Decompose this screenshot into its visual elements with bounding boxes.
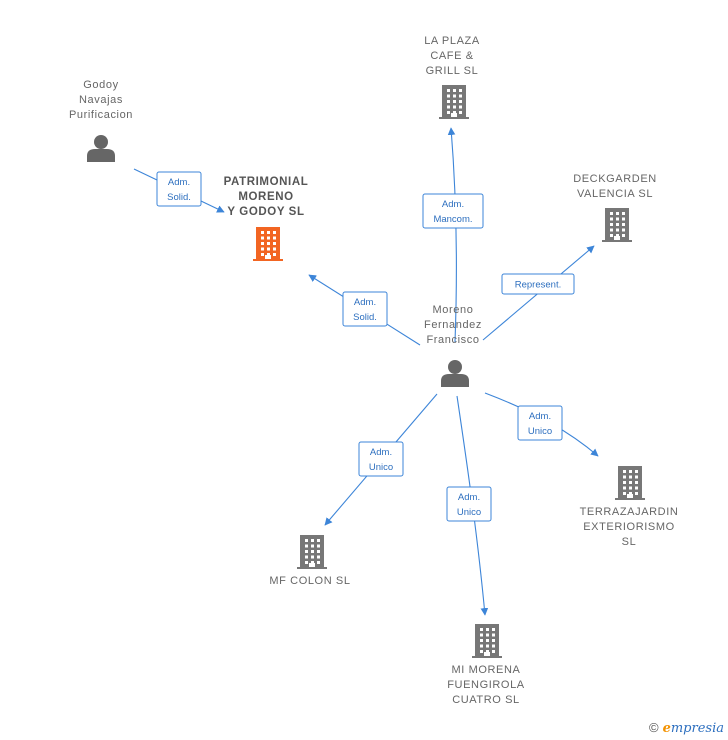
node-label: Y GODOY SL <box>227 206 304 218</box>
node-label: DECKGARDEN <box>573 173 657 185</box>
edge-label-text: Adm. <box>458 492 480 503</box>
node-label: MF COLON SL <box>269 575 350 587</box>
edge-label-box[interactable] <box>501 273 575 295</box>
edge-moreno-to-patrimonial: Adm. Solid. <box>308 274 421 346</box>
person-icon[interactable] <box>87 135 115 162</box>
node-laplaza[interactable]: LA PLAZA CAFE & GRILL SL <box>424 35 480 119</box>
node-label: LA PLAZA <box>424 35 480 47</box>
edge-label-box[interactable] <box>517 405 563 441</box>
edge-moreno-to-mfcolon: Adm. Unico <box>324 393 438 526</box>
edge-label-text: Adm. <box>354 297 376 308</box>
node-label: Purificacion <box>69 109 133 121</box>
node-terrazajardin[interactable]: TERRAZAJARDIN EXTERIORISMO SL <box>580 466 679 548</box>
edge-label-text: Unico <box>528 426 552 437</box>
edge-label-text: Mancom. <box>433 214 472 225</box>
building-icon[interactable] <box>472 624 502 658</box>
node-label: EXTERIORISMO <box>583 521 675 533</box>
edge-label-text: Solid. <box>353 312 377 323</box>
building-icon[interactable] <box>602 208 632 242</box>
node-patrimonial[interactable]: PATRIMONIAL MORENO Y GODOY SL <box>224 176 309 261</box>
edge-label-text: Unico <box>457 507 481 518</box>
node-label: SL <box>622 536 637 548</box>
edge-label-box[interactable] <box>422 193 484 229</box>
building-icon[interactable] <box>615 466 645 500</box>
edge-moreno-to-mimorena: Adm. Unico <box>446 395 492 616</box>
edge-label-text: Adm. <box>370 447 392 458</box>
node-label: CAFE & <box>430 50 473 62</box>
edge-label-text: Unico <box>369 462 393 473</box>
edge-label-text: Represent. <box>515 280 561 291</box>
edge-moreno-to-deckgarden: Represent. <box>482 245 595 341</box>
node-label: Navajas <box>79 94 123 106</box>
node-label: CUATRO SL <box>452 694 520 706</box>
edge-label-box[interactable] <box>156 171 202 207</box>
edge-label-text: Adm. <box>442 199 464 210</box>
node-label: Moreno <box>433 304 474 316</box>
footer-brand: ©empresia <box>649 720 724 736</box>
building-icon[interactable] <box>297 535 327 569</box>
node-label: MORENO <box>238 191 293 203</box>
node-label: GRILL SL <box>426 65 479 77</box>
edge-label-box[interactable] <box>342 291 388 327</box>
node-deckgarden[interactable]: DECKGARDEN VALENCIA SL <box>573 173 657 242</box>
edge-label-text: Solid. <box>167 192 191 203</box>
node-label: Fernandez <box>424 319 482 331</box>
node-label: Godoy <box>83 79 118 91</box>
node-label: Francisco <box>426 334 479 346</box>
edge-label-text: Adm. <box>168 177 190 188</box>
edge-label-box[interactable] <box>358 441 404 477</box>
edge-godoy-to-patrimonial: Adm. Solid. <box>133 168 225 213</box>
copyright-symbol: © <box>648 720 659 735</box>
node-label: FUENGIROLA <box>447 679 525 691</box>
building-icon[interactable] <box>439 85 469 119</box>
node-label: TERRAZAJARDIN <box>580 506 679 518</box>
edge-moreno-to-terrazajardin: Adm. Unico <box>484 392 599 457</box>
node-label: PATRIMONIAL <box>224 176 309 188</box>
building-icon-highlight[interactable] <box>253 227 283 261</box>
edge-label-text: Adm. <box>529 411 551 422</box>
brand-logo[interactable]: empresia <box>662 721 724 736</box>
edges-layer: Adm. Solid. Adm. Solid. Adm. Mancom. Represent… <box>133 127 599 616</box>
edge-label-box[interactable] <box>446 486 492 522</box>
node-mimorena[interactable]: MI MORENA FUENGIROLA CUATRO SL <box>447 624 525 706</box>
edge-moreno-to-laplaza: Adm. Mancom. <box>422 127 484 343</box>
node-mfcolon[interactable]: MF COLON SL <box>269 535 350 587</box>
person-icon[interactable] <box>441 360 469 387</box>
node-label: VALENCIA SL <box>577 188 653 200</box>
node-label: MI MORENA <box>452 664 521 676</box>
